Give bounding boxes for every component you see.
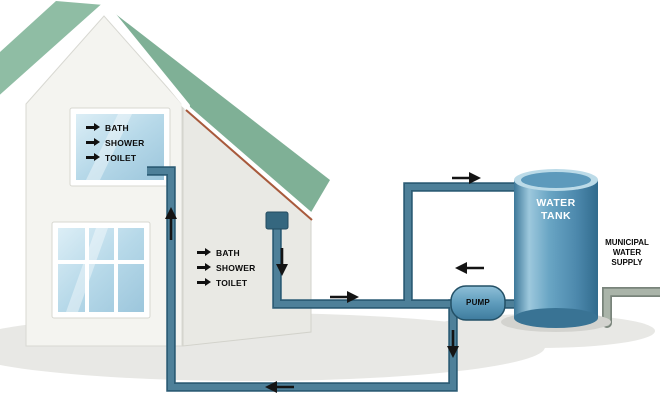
municipal-label-line: MUNICIPAL <box>605 238 649 247</box>
lower-window-glass <box>58 228 144 312</box>
flow-arrow-down-roof-icon <box>276 248 288 276</box>
roof-right-plane <box>104 5 330 214</box>
municipal-label-line: SUPPLY <box>611 258 643 267</box>
fixture-label: SHOWER <box>105 137 145 148</box>
municipal-pipe <box>602 287 660 328</box>
fixture-label: BATH <box>216 247 240 258</box>
municipal-water-supply-label: MUNICIPAL WATER SUPPLY <box>595 238 659 268</box>
pump-label: PUMP <box>466 298 490 307</box>
gutter-fitting <box>265 211 289 230</box>
fixture-label: SHOWER <box>216 262 256 273</box>
fixture-label: TOILET <box>105 152 137 163</box>
fixture-label: BATH <box>105 122 129 133</box>
tank-bottom <box>514 308 598 328</box>
lower-window <box>51 221 151 319</box>
water-tank-label-line: WATER <box>536 197 576 209</box>
upper-window-streak <box>86 114 132 180</box>
fixture-row: BATH <box>86 120 144 135</box>
flow-arrow-left-pump-icon <box>455 262 484 274</box>
water-tank-label: WATER TANK <box>514 197 598 223</box>
tank-body <box>514 180 598 318</box>
fixture-row: TOILET <box>197 275 255 290</box>
roof-trim-eave <box>181 102 314 218</box>
tank-lid <box>521 172 591 188</box>
flow-arrow-right-mid-icon <box>330 291 359 303</box>
flow-arrow-icon <box>86 138 101 147</box>
pump <box>450 285 506 321</box>
flow-arrow-icon <box>197 278 212 287</box>
fixture-row: SHOWER <box>197 260 255 275</box>
downspout-pipe <box>274 218 453 307</box>
eave-accent-line <box>185 109 313 221</box>
municipal-pipe-body <box>603 288 660 327</box>
fixture-label: TOILET <box>216 277 248 288</box>
fixture-row: TOILET <box>86 150 144 165</box>
roof-trim-right <box>101 1 190 109</box>
flow-arrow-icon <box>197 248 212 257</box>
water-tank-label-line: TANK <box>541 210 571 222</box>
flow-arrow-icon <box>86 153 101 162</box>
fixture-row: SHOWER <box>86 135 144 150</box>
flow-arrow-icon <box>86 123 101 132</box>
water-tank <box>501 169 611 332</box>
upper-fixtures-list: BATH SHOWER TOILET <box>86 120 144 165</box>
flow-arrow-left-bottom-icon <box>265 381 294 393</box>
flow-arrow-right-top-icon <box>452 172 481 184</box>
tank-inlet-riser-pipe <box>405 184 532 304</box>
lower-fixtures-list: BATH SHOWER TOILET <box>197 245 255 290</box>
roof-trim-left <box>0 1 109 103</box>
flow-arrow-icon <box>197 263 212 272</box>
flow-arrow-down-pump-icon <box>447 330 459 358</box>
fixture-row: BATH <box>197 245 255 260</box>
flow-arrow-up-icon <box>165 207 177 240</box>
pump-body <box>450 285 506 321</box>
municipal-label-line: WATER <box>612 248 642 257</box>
